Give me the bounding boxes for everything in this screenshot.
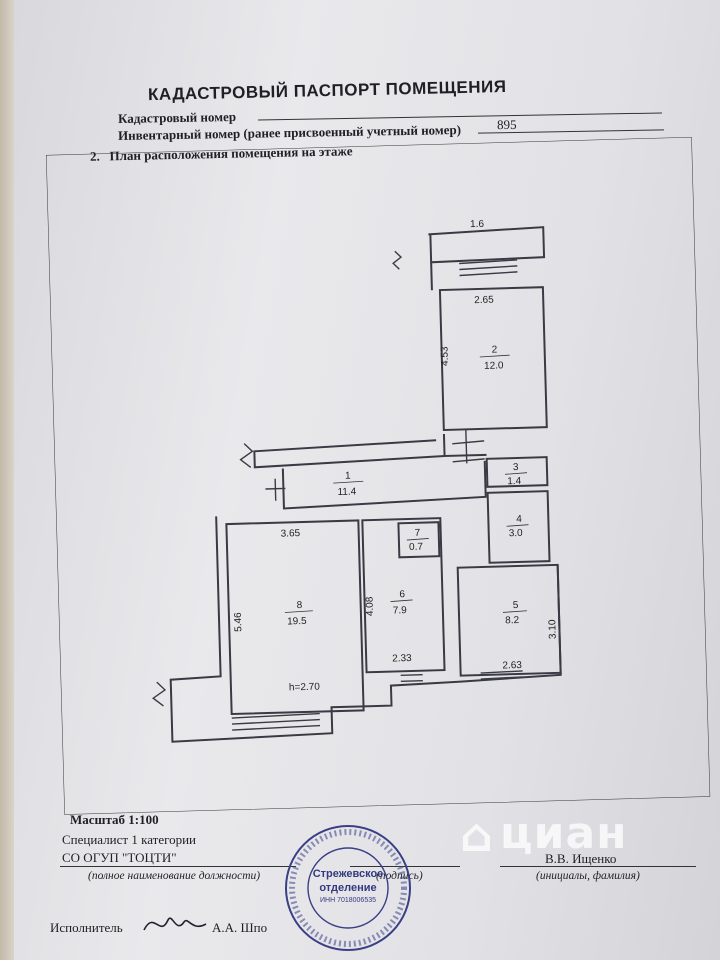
executor-label: Исполнитель xyxy=(50,920,123,935)
floor-plan-frame: 1.6 2.65 4.53 2 12.0 1 11.4 3 1.4 4 3.0 … xyxy=(46,136,711,815)
door-mark xyxy=(452,458,485,463)
ceiling-height: h=2.70 xyxy=(289,682,321,694)
executor-name: А.А. Шпо xyxy=(212,920,268,935)
document-title: КАДАСТРОВЫЙ ПАСПОРТ ПОМЕЩЕНИЯ xyxy=(147,76,507,105)
dimension-4-53: 4.53 xyxy=(439,346,451,366)
door-mark xyxy=(274,478,277,501)
door-mark xyxy=(465,429,468,464)
room-1-outline xyxy=(281,460,487,510)
room-3-outline xyxy=(485,456,549,488)
stair-line xyxy=(480,670,523,674)
scale-label: Масштаб 1:100 xyxy=(70,812,159,827)
dimension-5-46: 5.46 xyxy=(233,612,245,632)
stair-line xyxy=(231,712,320,719)
room-5-divider xyxy=(502,610,527,613)
wall-a xyxy=(430,262,433,291)
room-7-outline xyxy=(397,521,441,559)
room-8-number: 8 xyxy=(297,600,303,611)
room-3-number: 3 xyxy=(513,462,519,473)
room-6-divider xyxy=(390,599,413,602)
room-2-number: 2 xyxy=(491,344,497,355)
stamp-rings xyxy=(285,825,411,951)
wall-b xyxy=(442,433,487,458)
room-6-number: 6 xyxy=(399,589,405,600)
room-6-area: 7.9 xyxy=(393,605,408,616)
outer-wall-lower xyxy=(169,516,562,743)
corridor-top-wall xyxy=(253,439,445,469)
plan-border xyxy=(46,136,711,815)
cadastral-number-line xyxy=(258,112,662,121)
name-hint: (инициалы, фамилия) xyxy=(536,870,640,882)
name-line xyxy=(500,866,696,867)
room-6-outline xyxy=(361,517,446,674)
stairs-and-doors xyxy=(152,250,523,731)
stair-line xyxy=(400,673,423,676)
inventory-number-value: 895 xyxy=(497,117,517,133)
break-mark xyxy=(239,443,254,468)
dimension-2-63: 2.63 xyxy=(502,660,522,672)
room-2-divider xyxy=(479,354,510,358)
stamp-text-2: отделение xyxy=(319,882,377,894)
dimension-4-08: 4.08 xyxy=(364,596,376,616)
balcony-dimension: 1.6 xyxy=(470,219,485,230)
dimension-3-10: 3.10 xyxy=(547,619,559,639)
room-8-divider xyxy=(284,610,313,613)
room-7-divider xyxy=(406,538,429,541)
stair-line xyxy=(459,265,518,271)
executor-signature xyxy=(143,917,207,931)
official-stamp: Стрежевское отделение ИНН 7018006535 xyxy=(282,822,414,954)
floor-plan-drawing: 1.6 2.65 4.53 2 12.0 1 11.4 3 1.4 4 3.0 … xyxy=(46,136,711,815)
room-7-number: 7 xyxy=(415,528,421,539)
cadastral-number-label: Кадастровый номер xyxy=(117,108,237,127)
room-1-number: 1 xyxy=(345,471,351,482)
stair-line xyxy=(459,271,518,277)
specialist-position: Специалист 1 категории xyxy=(62,832,197,847)
room-4-area: 3.0 xyxy=(509,528,524,539)
watermark-logo: ⌂ циан xyxy=(460,790,660,880)
watermark-brand: циан xyxy=(500,808,628,859)
room-8-outline xyxy=(225,519,365,716)
balcony-outline xyxy=(428,226,546,264)
room-8-area: 19.5 xyxy=(287,616,307,628)
dimension-2-33: 2.33 xyxy=(392,653,412,665)
stair-line xyxy=(459,259,518,265)
room-5-area: 8.2 xyxy=(505,615,520,626)
stamp-text-1: Стрежевское xyxy=(312,868,384,880)
door-mark xyxy=(452,440,485,445)
watermark-icon: ⌂ xyxy=(460,808,493,862)
room-5-number: 5 xyxy=(513,600,519,611)
break-mark xyxy=(152,681,167,707)
room-4-outline xyxy=(486,490,551,564)
position-hint: (полное наименование должности) xyxy=(88,870,261,882)
room-labels: 1.6 2.65 4.53 2 12.0 1 11.4 3 1.4 4 3.0 … xyxy=(233,219,559,694)
stair-line xyxy=(232,724,321,731)
organization-name: СО ОГУП "ТОЦТИ" xyxy=(62,850,177,865)
room-2-area: 12.0 xyxy=(484,360,504,372)
stair-line xyxy=(400,679,423,682)
room-4-number: 4 xyxy=(516,514,522,525)
background-edge xyxy=(0,0,14,960)
room-3-area: 1.4 xyxy=(507,476,522,487)
dimension-3-65: 3.65 xyxy=(281,528,301,540)
room-3-divider xyxy=(505,472,528,475)
room-7-area: 0.7 xyxy=(409,542,424,553)
room-1-divider xyxy=(333,480,364,484)
break-mark xyxy=(392,250,403,270)
position-line xyxy=(60,866,296,867)
room-2-outline xyxy=(438,286,548,432)
stamp-inn: ИНН 7018006535 xyxy=(319,897,377,904)
room-4-divider xyxy=(506,524,529,527)
room-1-area: 11.4 xyxy=(337,486,356,498)
inventory-value-text: 895 xyxy=(496,116,517,133)
signature-line xyxy=(350,866,460,867)
stair-line xyxy=(231,718,320,725)
stair-line xyxy=(480,676,523,680)
dimension-2-65: 2.65 xyxy=(474,295,494,307)
specialist-name: В.В. Ищенко xyxy=(545,851,617,866)
